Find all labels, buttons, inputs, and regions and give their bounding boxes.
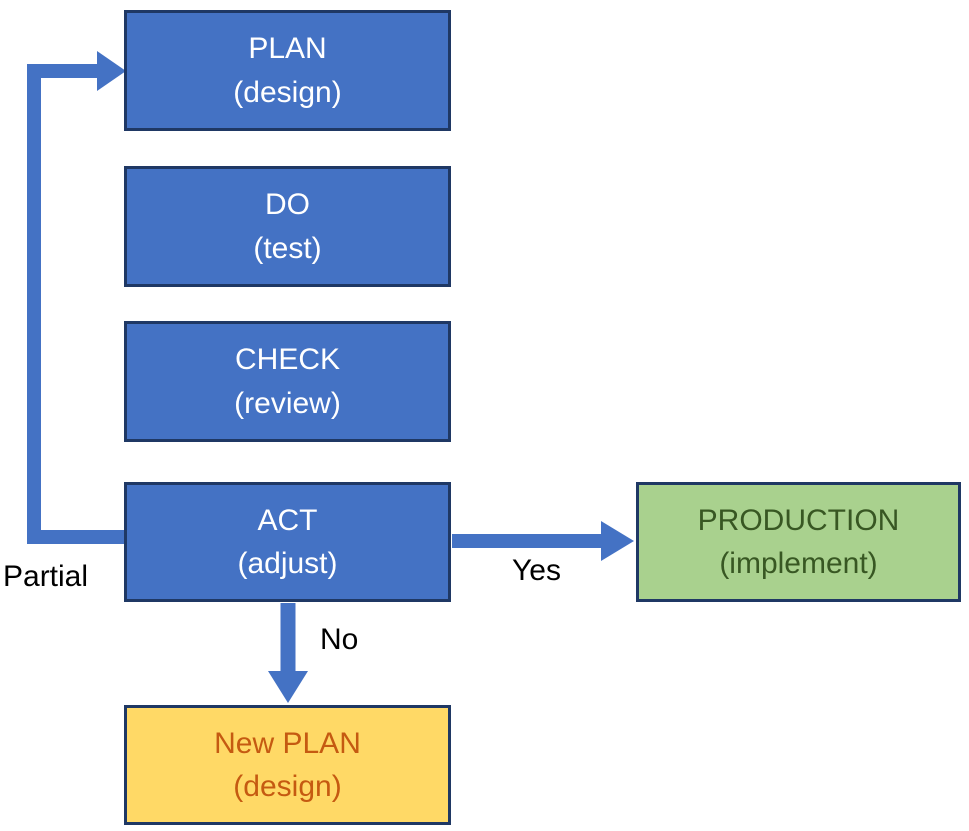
plan-box: PLAN (design) [124, 10, 451, 131]
no-edge-label: No [320, 623, 359, 656]
new-plan-title: New PLAN [214, 726, 361, 760]
plan-title: PLAN [248, 32, 327, 65]
yes-arrow [452, 521, 634, 561]
act-subtitle: (adjust) [237, 547, 338, 580]
act-box: ACT (adjust) [124, 482, 451, 602]
production-box: PRODUCTION (implement) [636, 482, 961, 602]
check-box: CHECK (review) [124, 321, 451, 442]
do-title: DO [265, 188, 310, 221]
new-plan-box: New PLAN (design) [124, 705, 451, 825]
plan-subtitle: (design) [233, 75, 342, 109]
production-title: PRODUCTION [697, 503, 900, 537]
production-subtitle: (implement) [719, 547, 878, 580]
check-subtitle: (review) [234, 386, 341, 420]
yes-arrowhead-icon [601, 521, 634, 561]
do-box: DO (test) [124, 166, 451, 287]
partial-arrow [27, 51, 126, 544]
do-subtitle: (test) [253, 231, 322, 265]
partial-arrowhead-icon [97, 51, 126, 91]
partial-edge-label: Partial [3, 560, 89, 593]
no-arrow [268, 603, 308, 703]
yes-edge-label: Yes [512, 554, 561, 587]
partial-arrow-shaft [27, 64, 126, 544]
no-arrowhead-icon [268, 671, 308, 703]
act-title: ACT [257, 503, 318, 537]
new-plan-subtitle: (design) [233, 770, 342, 803]
check-title: CHECK [234, 343, 340, 376]
